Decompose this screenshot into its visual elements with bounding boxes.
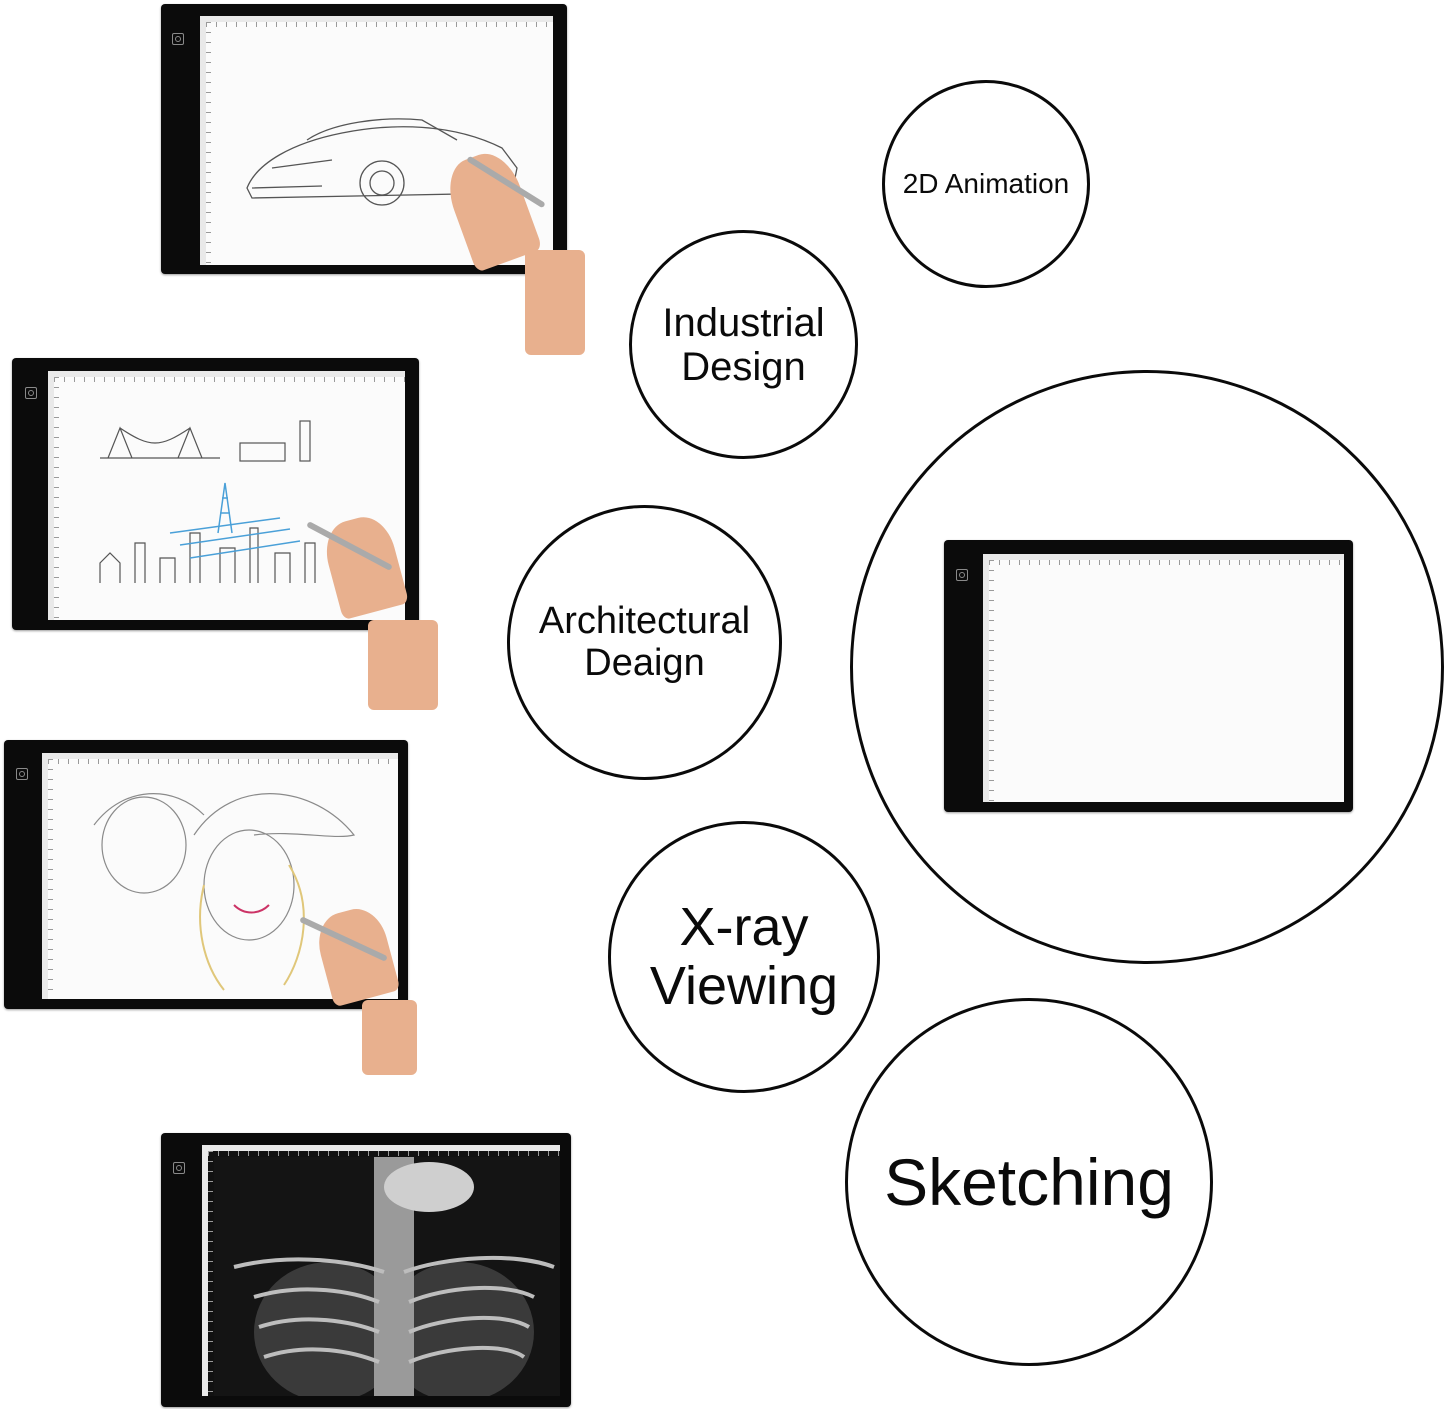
ruler-left: [206, 22, 211, 265]
power-button-icon: [25, 387, 37, 399]
ruler-top: [989, 560, 1344, 565]
use-case-label-line1: Industrial: [662, 300, 825, 345]
use-case-label-line1: Architectural: [538, 599, 751, 642]
use-case-circle-industrial-design: Industrial Design: [629, 230, 858, 459]
power-button-icon: [16, 768, 28, 780]
light-pad-product: [944, 540, 1353, 812]
light-pad-xray: [161, 1133, 571, 1407]
ruler-top: [54, 377, 405, 382]
use-case-circle-architectural-design: Architectural Deaign: [507, 505, 782, 780]
product-circle: [850, 370, 1444, 964]
pad-screen: [200, 16, 553, 265]
arm: [362, 1000, 417, 1075]
power-button-icon: [956, 569, 968, 581]
use-case-label-line2: Viewing: [649, 956, 839, 1016]
use-case-label-line2: Design: [681, 344, 806, 389]
architecture-sketch-drawing: [99, 420, 316, 583]
portrait-sketch-drawing: [93, 793, 356, 991]
pad-screen: [202, 1145, 560, 1396]
use-case-label: 2D Animation: [902, 167, 1070, 199]
use-case-circle-sketching: Sketching: [845, 998, 1213, 1366]
pad-screen: [983, 554, 1344, 802]
arm: [525, 250, 585, 355]
ruler-left: [48, 759, 53, 999]
power-button-icon: [173, 1162, 185, 1174]
use-case-label-line1: X-ray: [679, 896, 809, 957]
ruler-top: [206, 22, 553, 27]
ruler-left: [54, 377, 59, 620]
use-case-circle-xray-viewing: X-ray Viewing: [608, 821, 880, 1093]
arm: [368, 620, 438, 710]
power-button-icon: [172, 33, 184, 45]
light-pad-architecture: [12, 358, 419, 630]
light-pad-car-sketch: [161, 4, 567, 274]
ruler-top: [208, 1151, 560, 1156]
ruler-left: [208, 1151, 213, 1396]
ruler-top: [48, 759, 398, 764]
use-case-label-line2: Deaign: [584, 641, 705, 684]
chest-xray-image: [214, 1157, 560, 1396]
light-pad-portrait: [4, 740, 408, 1009]
pad-screen: [48, 371, 405, 620]
ruler-left: [989, 560, 994, 802]
use-case-label: Sketching: [884, 1144, 1174, 1219]
use-case-circle-2d-animation: 2D Animation: [882, 80, 1090, 288]
